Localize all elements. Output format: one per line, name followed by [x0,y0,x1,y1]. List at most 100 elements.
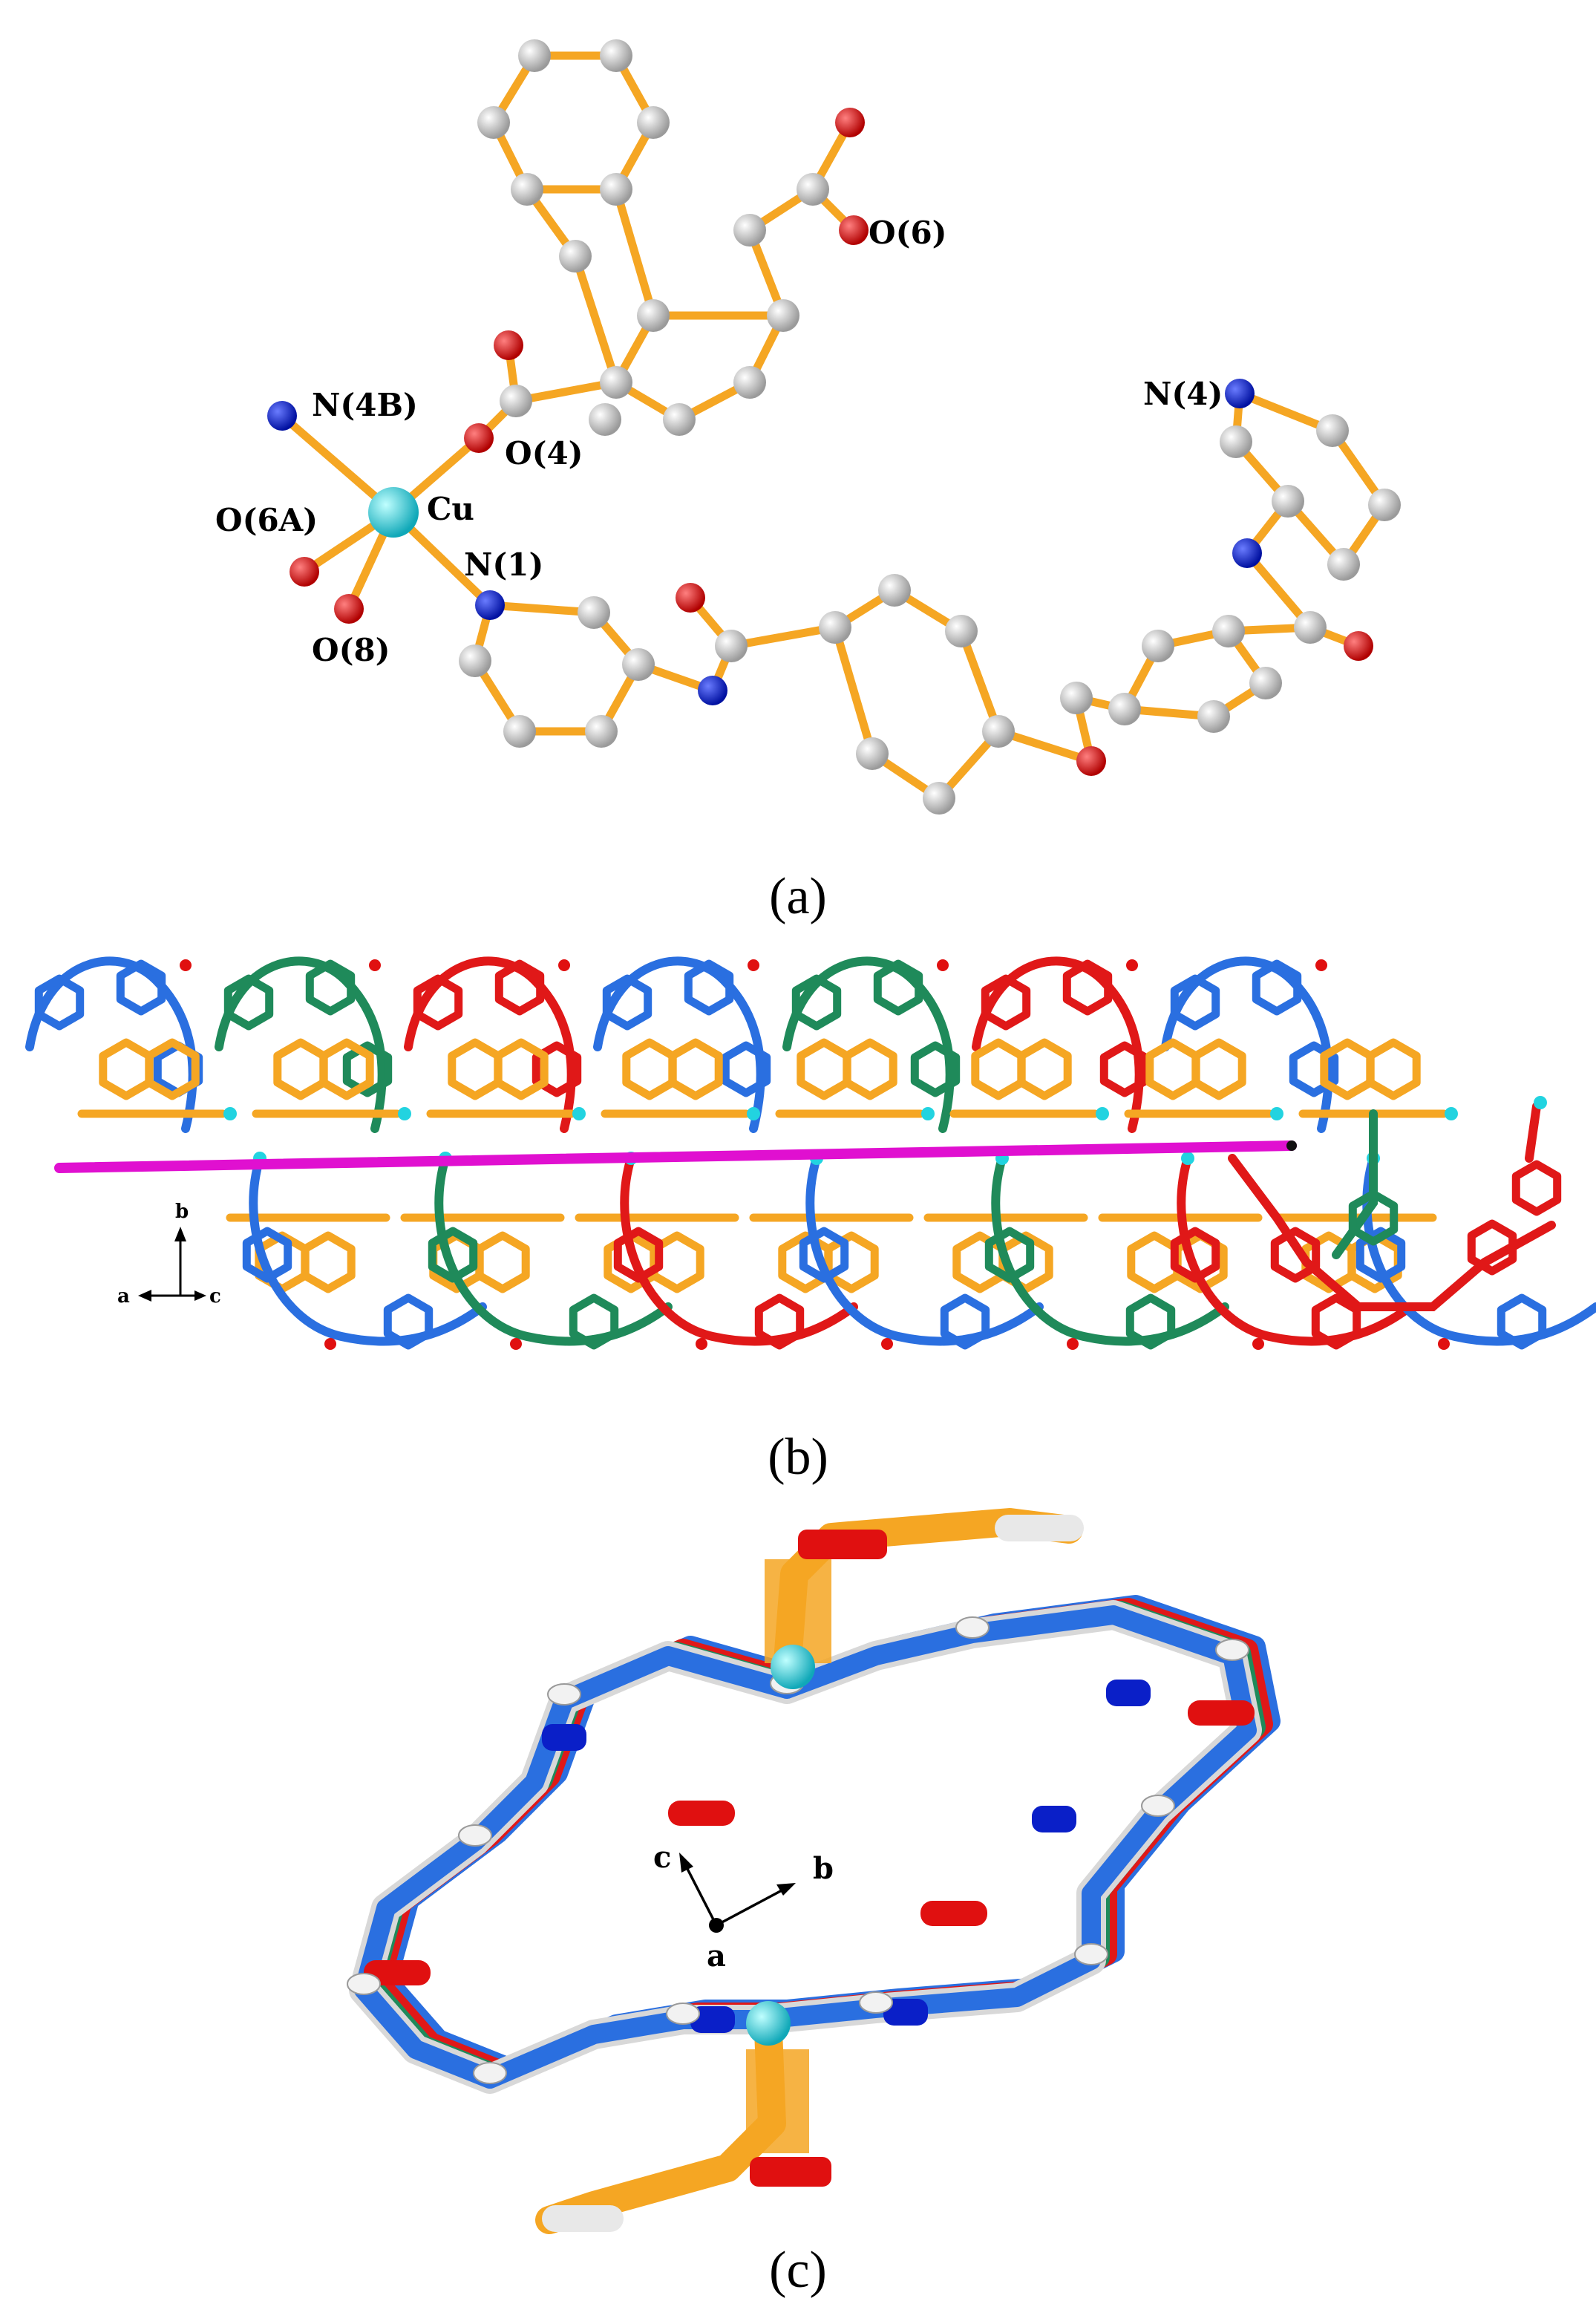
naphthalene-unit-lower [749,1213,914,1293]
stacked-bonds [746,2049,809,2153]
aromatic-ring [305,959,356,1016]
aromatic-ring [1017,1038,1072,1100]
chain-segment [782,956,955,1133]
chain-loop-lower [428,1152,673,1350]
nitrogen-atom [883,1999,928,2026]
label-n1: N(1) [464,546,543,583]
oxygen-atom [510,1338,522,1350]
copper-atom [921,1107,935,1120]
carbon-atom [859,1991,893,2014]
carbon-atom [955,1616,990,1639]
aromatic-ring [1355,1227,1406,1283]
aromatic-ring [223,974,274,1031]
oxygen-atom [1067,1338,1079,1350]
aromatic-ring [475,1231,530,1293]
naphthalene-arm-bottom [535,2017,831,2234]
atoms-layer [267,39,1401,815]
copper-atom [1270,1107,1283,1120]
bond [511,378,621,405]
aromatic-ring [273,1038,328,1100]
bond [831,623,877,758]
aromatic-ring [532,1041,582,1097]
axis-triad-c: c b a [653,1840,834,1974]
caption-c: (c) [769,2242,827,2299]
nitrogen-atom [1106,1680,1151,1706]
axis-end-dot [1286,1140,1297,1151]
carbon-atom [1141,1795,1175,1817]
aromatic-ring [301,1231,356,1293]
carbon-atom [995,1515,1084,1541]
bond [535,2017,786,2234]
carbon-atom [600,39,632,72]
bond [485,601,598,617]
carbon-atom [733,366,766,399]
chain-segment [1362,1154,1596,1346]
aromatic-ring [1366,1038,1421,1100]
copper-atom [223,1107,237,1120]
carbon-atom [347,1973,381,1995]
carbon-atom [578,596,610,629]
carbon-atom [1327,548,1360,581]
aromatic-ring [448,1038,503,1100]
copper-atom [1534,1096,1547,1109]
chain-segment [404,956,576,1133]
axis-b-label: b [175,1201,189,1223]
oxygen-atom [1076,746,1106,776]
axis-a-label-c: a [707,1939,726,1974]
aromatic-ring [1062,959,1113,1016]
copper-atom [771,1645,815,1689]
copper-atom [1096,1107,1109,1120]
oxygen-atom [364,1960,431,1985]
oxygen-atom [668,1801,735,1826]
macrocycle-layer [347,1508,1281,2234]
chains-layer [25,956,1596,1350]
aromatic-ring [873,959,923,1016]
aromatic-ring [971,1038,1026,1100]
carbon-atom [542,2205,624,2232]
chain-segment [1161,956,1333,1133]
oxygen-atom [1344,631,1373,661]
oxygen-atom [881,1338,893,1350]
carbon-atom [473,2062,507,2084]
aromatic-ring [1270,1227,1321,1283]
oxygen-atom [1126,959,1138,971]
aromatic-ring [721,1041,771,1097]
naphthalene-unit-upper [949,1038,1109,1120]
oxygen-atom [1252,1338,1264,1350]
aromatic-ring [843,1038,897,1100]
aromatic-ring [1099,1041,1150,1097]
oxygen-atom [494,330,523,360]
carbon-atom [733,214,766,247]
chain-tail-right [1228,1096,1562,1311]
naphthalene-unit-upper [426,1038,586,1120]
aromatic-ring [1348,1189,1399,1246]
chain-segment [991,1154,1229,1346]
aromatic-ring [910,1041,961,1097]
copper-atom [747,1107,760,1120]
aromatic-ring [984,1227,1035,1283]
chain-segment [1525,1102,1541,1163]
label-cu: Cu [427,491,474,527]
naphthalene-unit-lower [575,1213,739,1293]
aromatic-ring [99,1038,154,1100]
aromatic-ring [668,1038,723,1100]
oxygen-atom [464,423,494,453]
aromatic-ring [34,974,85,1031]
carbon-atom [1316,414,1349,447]
chain-loop-upper [972,956,1150,1133]
naphthalene-unit-lower [400,1213,565,1293]
carbon-atom [1074,1943,1108,1965]
copper-atom [1445,1107,1458,1120]
naphthalene-unit-upper [601,1038,760,1120]
carbon-atom [715,630,748,662]
aromatic-ring [613,1227,664,1283]
carbon-atom [1142,630,1174,662]
aromatic-ring [1170,1227,1220,1283]
carbon-atom [600,173,632,206]
axis-b-label-c: b [813,1851,834,1886]
aromatic-ring [791,974,842,1031]
bond [571,252,621,387]
oxygen-atom [835,108,865,137]
carbon-atom [589,403,621,436]
